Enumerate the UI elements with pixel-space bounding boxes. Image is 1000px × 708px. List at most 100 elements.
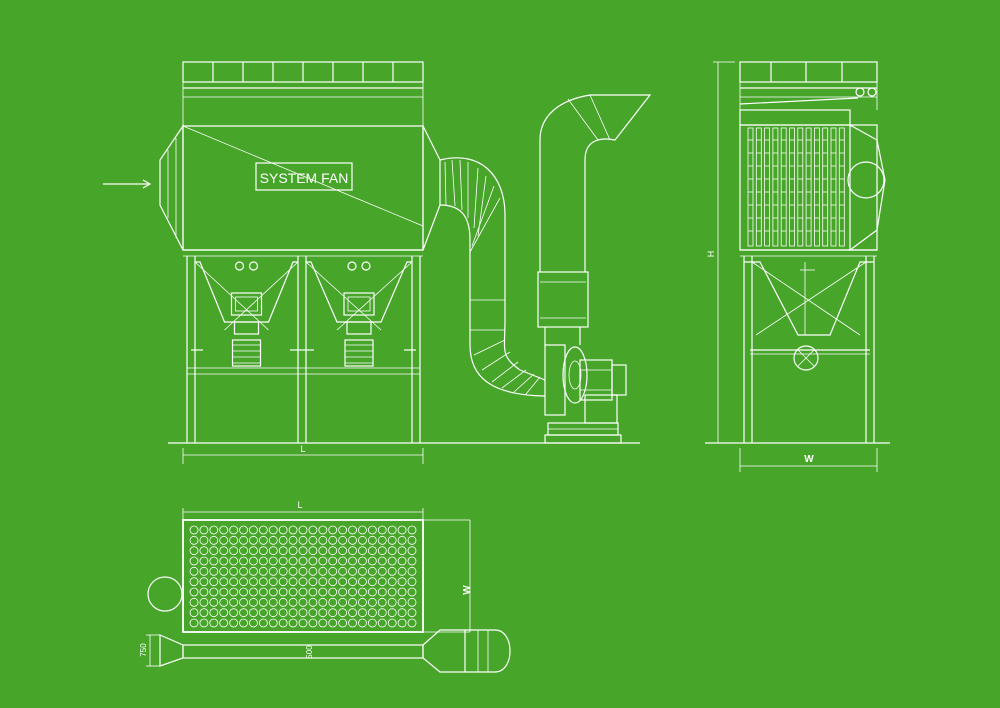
filter-bag-cell	[258, 525, 268, 535]
filter-bag	[755, 127, 762, 247]
filter-bag-cell	[367, 546, 377, 556]
filter-bag-cell	[209, 566, 219, 576]
filter-bag-cell	[219, 566, 229, 576]
filter-bag-cell	[189, 556, 199, 566]
filter-bag-cell	[249, 597, 258, 607]
filter-bag-cell	[318, 618, 328, 628]
filter-bag-cell	[407, 546, 417, 556]
filter-bag-cell	[407, 577, 417, 587]
filter-bag-cell	[348, 577, 357, 587]
filter-bag-cell	[328, 577, 338, 587]
filter-bag-cell	[377, 525, 387, 535]
filter-bag-cell	[209, 577, 219, 587]
filter-bag-cell	[239, 577, 248, 587]
filter-bag-cell	[338, 587, 348, 597]
filter-bag-cell	[367, 587, 377, 597]
filter-bag-cell	[338, 546, 348, 556]
filter-bag-cell	[189, 597, 199, 607]
filter-bag-cell	[229, 525, 239, 535]
filter-bag-cell	[358, 608, 367, 618]
filter-bag-cell	[318, 608, 328, 618]
filter-bag	[805, 127, 812, 247]
filter-bag-cell	[258, 608, 268, 618]
filter-bag-cell	[328, 525, 338, 535]
filter-bag-cell	[239, 597, 248, 607]
filter-bag-cell	[239, 535, 248, 545]
filter-bag-cell	[239, 525, 248, 535]
filter-bag-cell	[278, 597, 288, 607]
filter-bag-cell	[397, 587, 407, 597]
filter-bag-cell	[348, 556, 357, 566]
filter-bag-cell	[249, 577, 258, 587]
stack-flange	[537, 271, 589, 328]
filter-bag-cell	[358, 535, 367, 545]
inspection-door	[230, 292, 263, 316]
filter-bag-cell	[249, 608, 258, 618]
filter-bag-cell	[377, 566, 387, 576]
filter-bag-cell	[348, 535, 357, 545]
filter-bag-cell	[328, 608, 338, 618]
filter-bag-cell	[387, 535, 397, 545]
filter-bag-cell	[249, 566, 258, 576]
filter-bag-cell	[298, 546, 308, 556]
manifold-left-end	[159, 634, 184, 667]
inspection-door	[343, 292, 375, 316]
outlet-duct	[439, 94, 652, 397]
filter-bag-cell	[397, 577, 407, 587]
filter-bag-cell	[358, 525, 367, 535]
plan-length-label: L	[297, 500, 302, 510]
filter-bag-cell	[278, 566, 288, 576]
filter-bag-cell	[358, 566, 367, 576]
filter-bag-cell	[239, 566, 248, 576]
filter-bag-cell	[268, 597, 278, 607]
filter-bag-cell	[278, 577, 288, 587]
filter-bag-cell	[298, 597, 308, 607]
side-elevation-view: H W	[705, 61, 890, 472]
filter-bag	[780, 127, 787, 247]
manifold-right-end	[422, 629, 466, 673]
filter-bag-cell	[407, 556, 417, 566]
filter-bag-cell	[358, 587, 367, 597]
filter-bag	[747, 127, 754, 247]
filter-bag-cell	[229, 597, 239, 607]
filter-bags	[747, 127, 845, 247]
filter-bag-cell	[367, 566, 377, 576]
filter-bag-cell	[348, 618, 357, 628]
filter-bag-cell	[249, 525, 258, 535]
duct-ribs	[444, 159, 541, 395]
filter-bag-cell	[387, 608, 397, 618]
duct-label: 500	[305, 645, 314, 659]
filter-bag-cell	[268, 618, 278, 628]
filter-bag-cell	[298, 587, 308, 597]
filter-bag-cell	[338, 618, 348, 628]
front-elevation-view: SYSTEM FAN L	[103, 61, 652, 464]
filter-bag-cell	[387, 577, 397, 587]
filter-bag-cell	[258, 556, 268, 566]
filter-bag-cell	[397, 608, 407, 618]
filter-bag-cell	[189, 546, 199, 556]
filter-bag-cell	[239, 546, 248, 556]
filter-bag-cell	[348, 546, 357, 556]
filter-bag-cell	[298, 618, 308, 628]
filter-bag-cell	[268, 587, 278, 597]
filter-bag-cell	[308, 618, 318, 628]
filter-bag-cell	[358, 577, 367, 587]
length-label: L	[300, 444, 305, 454]
filter-bag-cell	[278, 556, 288, 566]
filter-bag-cell	[189, 535, 199, 545]
filter-bag-cell	[288, 566, 298, 576]
filter-bag-cell	[199, 556, 209, 566]
side-outlet	[847, 161, 885, 199]
filter-bag-cell	[328, 535, 338, 545]
filter-housing	[182, 125, 424, 251]
filter-bag-cell	[288, 535, 298, 545]
filter-bag-cell	[288, 618, 298, 628]
filter-bag-cell	[189, 608, 199, 618]
filter-bag-cell	[377, 618, 387, 628]
filter-bag-cell	[268, 546, 278, 556]
filter-bag-cell	[407, 566, 417, 576]
filter-bag-cell	[338, 577, 348, 587]
filter-bag-cell	[298, 577, 308, 587]
filter-bag-cell	[328, 618, 338, 628]
filter-bag-cell	[308, 597, 318, 607]
